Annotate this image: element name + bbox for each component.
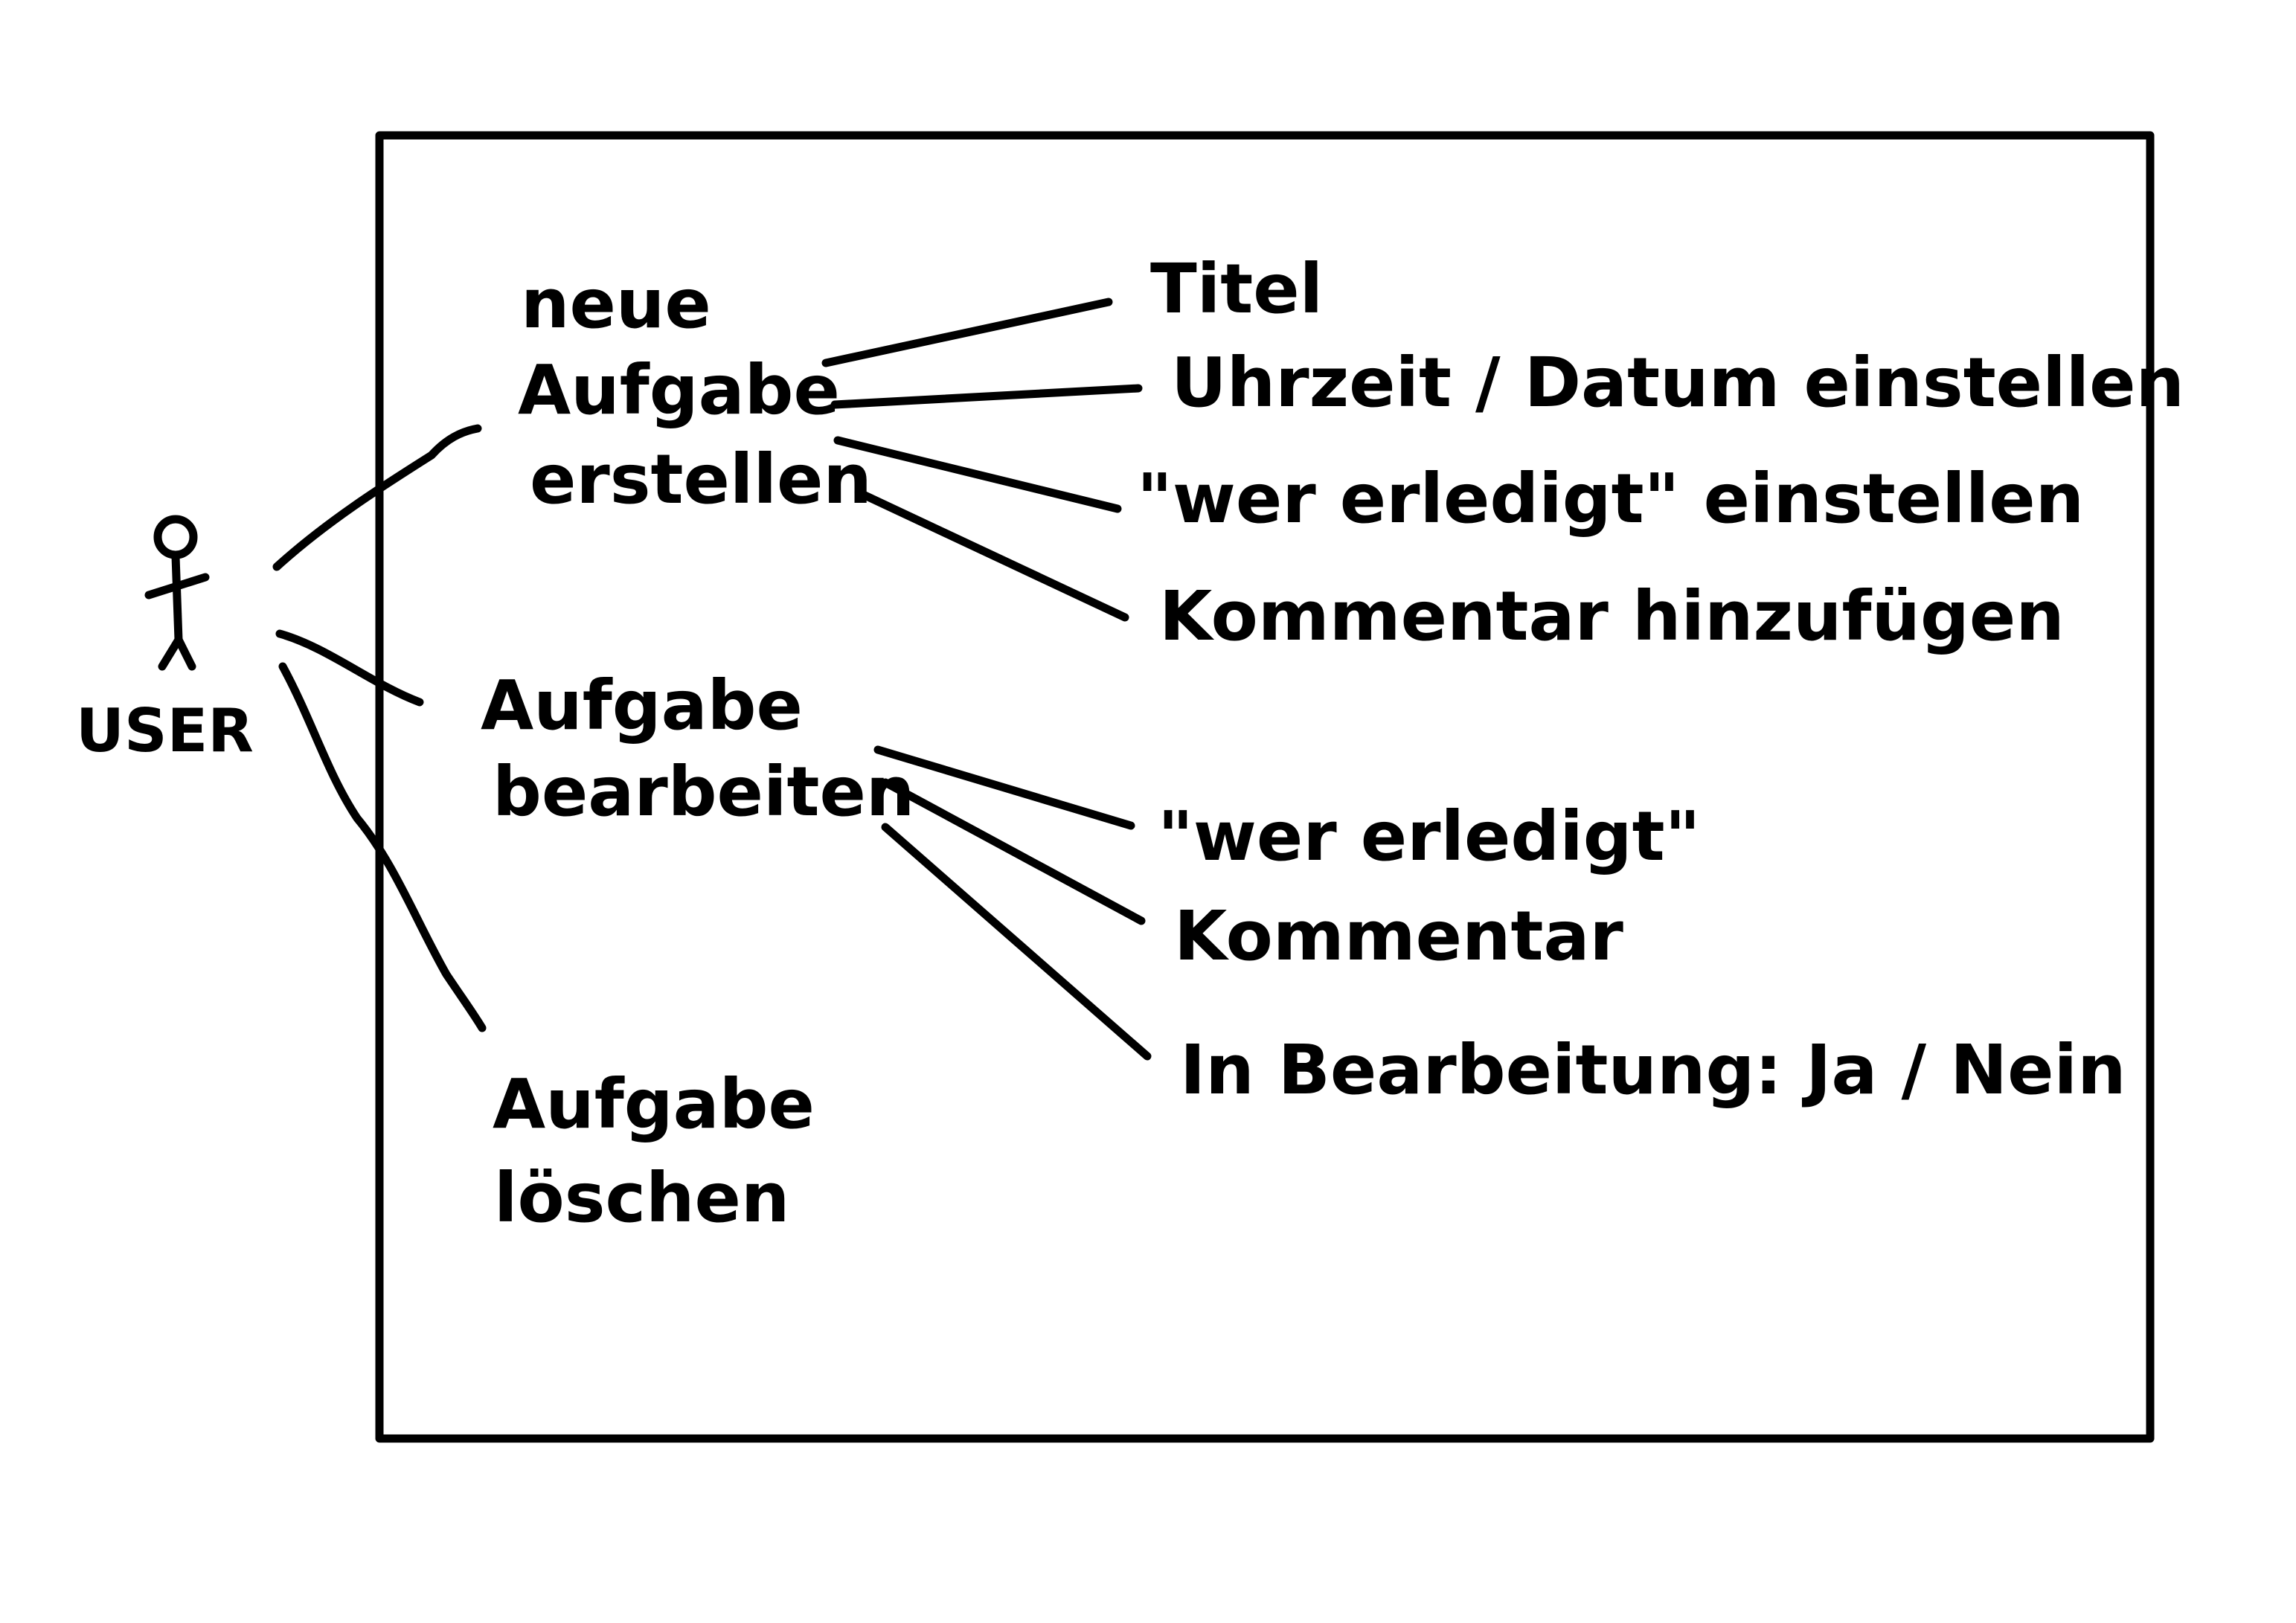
detail-create-title: Titel (1150, 249, 1323, 329)
detail-edit-assignee: "wer erledigt" (1158, 797, 1701, 876)
use-case-edit-line-1: Aufgabe (481, 666, 803, 745)
user-stick-figure-icon (144, 515, 210, 671)
connector-edit-status (881, 823, 1152, 1061)
use-case-delete-line-1: Aufgabe (493, 1064, 815, 1144)
use-case-edit-task: Aufgabe bearbeiten (481, 666, 914, 832)
detail-edit-comment: Kommentar (1174, 896, 1624, 976)
system-boundary (375, 131, 2155, 1443)
use-case-create-line-3: erstellen (530, 440, 872, 519)
use-case-create-task: neue Aufgabe erstellen (518, 264, 872, 519)
connector-create-assignee (833, 436, 1122, 513)
connector-create-datetime (830, 384, 1143, 409)
detail-edit-status: In Bearbeitung: Ja / Nein (1180, 1030, 2126, 1110)
detail-create-comment: Kommentar hinzufügen (1159, 576, 2065, 656)
connector-create-comment (854, 488, 1129, 622)
association-line-create (272, 424, 482, 571)
association-line-edit (275, 629, 424, 707)
use-case-edit-line-2: bearbeiten (493, 752, 914, 832)
use-case-create-line-2: Aufgabe (518, 350, 840, 430)
detail-create-assignee: "wer erledigt" einstellen (1137, 459, 2084, 539)
association-line-delete (278, 662, 487, 1032)
use-case-delete-line-2: löschen (494, 1158, 789, 1238)
connector-create-title (821, 298, 1113, 367)
use-case-delete-task: Aufgabe löschen (493, 1064, 815, 1238)
detail-create-datetime: Uhrzeit / Datum einstellen (1171, 343, 2184, 422)
connector-edit-assignee (873, 745, 1135, 830)
use-case-create-line-1: neue (521, 264, 711, 344)
connector-edit-comment (881, 778, 1146, 925)
actor-label: USER (76, 696, 254, 765)
